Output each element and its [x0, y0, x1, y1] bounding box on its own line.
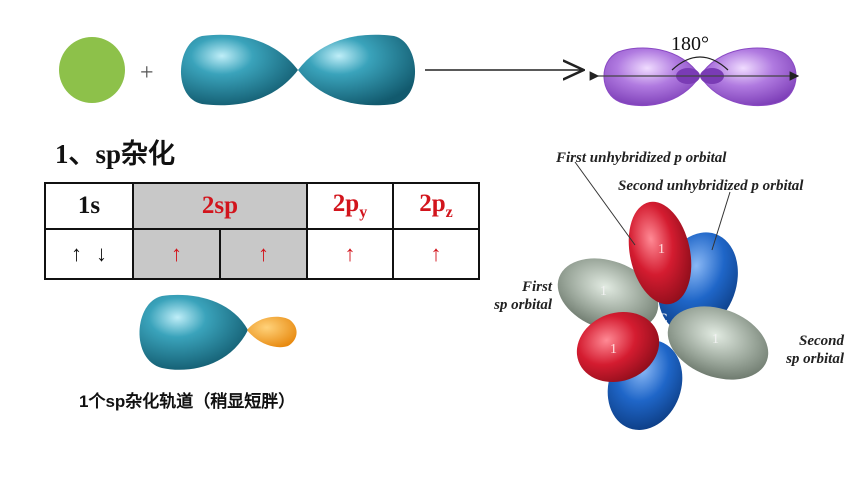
lobe-mark-4: 1	[712, 332, 719, 347]
label-second-sp: Second sp orbital	[772, 332, 844, 368]
label-first-sp-line2: sp orbital	[494, 297, 552, 313]
arrow-sp1: ↑	[132, 228, 221, 280]
label-first-sp-line1: First	[521, 279, 552, 295]
cell-2sp: 2sp	[132, 182, 308, 230]
py-label: 2p	[332, 190, 360, 217]
p-orbital-dumbbell	[180, 34, 416, 106]
pz-label: 2p	[419, 190, 446, 217]
cell-2pz: 2pz	[392, 182, 480, 230]
py-subscript: y	[359, 204, 368, 221]
sp-hybrid-orbitals	[589, 47, 800, 107]
label-second-sp-line2: sp orbital	[786, 351, 844, 367]
arrow-pz: ↑	[392, 228, 480, 280]
sp-hybrid-single-orbital	[139, 294, 297, 370]
pz-subscript: z	[445, 204, 453, 221]
orbital-leader-lines	[574, 161, 731, 251]
lobe-mark-1: 1	[658, 242, 665, 257]
label-first-sp: First sp orbital	[470, 278, 552, 314]
table-header-row: 1s 2sp 2py 2pz	[44, 182, 480, 230]
center-atom-label: C	[657, 311, 668, 327]
label-second-sp-line1: Second	[799, 333, 844, 349]
angle-label: 180°	[671, 33, 709, 55]
arrows-1s: ↑↓	[44, 228, 134, 280]
label-first-unhybridized: First unhybridized p orbital	[556, 150, 727, 166]
label-second-unhybridized: Second unhybridized p orbital	[618, 178, 804, 194]
spin-up-arrow: ↑	[71, 241, 82, 266]
top-equation-graphic: + 180°	[59, 33, 800, 107]
s-orbital-sphere	[59, 37, 125, 103]
section-heading: 1、sp杂化	[55, 139, 176, 169]
cell-2py: 2py	[306, 182, 394, 230]
orbital-3d-illustration: 1 1 1 1 C	[557, 201, 769, 430]
plus-sign: +	[140, 60, 154, 86]
electron-config-table: 1s 2sp 2py 2pz ↑↓ ↑ ↑ ↑ ↑	[44, 182, 480, 280]
arrow-py: ↑	[306, 228, 394, 280]
cell-1s: 1s	[44, 182, 134, 230]
orbital-caption: 1个sp杂化轨道（稍显短胖）	[79, 392, 296, 411]
lobe-mark-2: 1	[600, 284, 607, 299]
lobe-mark-3: 1	[610, 342, 617, 357]
arrow-sp2: ↑	[219, 228, 308, 280]
table-arrow-row: ↑↓ ↑ ↑ ↑ ↑	[44, 228, 480, 280]
spin-down-arrow: ↓	[96, 241, 107, 266]
